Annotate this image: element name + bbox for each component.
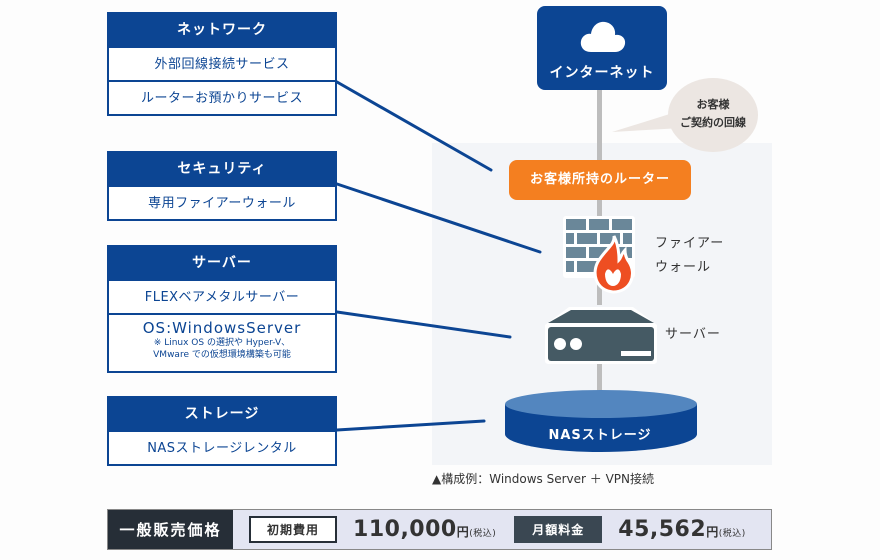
firewall-label: ファイアー ウォール	[655, 232, 724, 280]
nas-label: NASストレージ	[548, 428, 652, 443]
service-item-dedicated-firewall: 専用ファイアーウォール	[109, 185, 335, 219]
service-category-security: セキュリティ	[109, 153, 335, 185]
pricing-title: 一般販売価格	[108, 510, 233, 549]
pricing-bar: 一般販売価格 初期費用 110,000円(税込) 月額料金 45,562円(税込…	[107, 509, 772, 550]
initial-fee-label: 初期費用	[249, 516, 338, 543]
os-note-line1: ※ Linux OS の選択や Hyper-V、	[153, 338, 291, 348]
service-item-os: OS:WindowsServer ※ Linux OS の選択や Hyper-V…	[109, 313, 335, 371]
bubble-line2: ご契約の回線	[680, 116, 746, 129]
nas-storage-icon	[505, 390, 697, 452]
monthly-fee-tax: (税込)	[718, 529, 746, 539]
initial-fee-tax: (税込)	[469, 529, 497, 539]
service-box-storage: ストレージ NASストレージレンタル	[107, 396, 337, 466]
contract-line-bubble: お客様 ご契約の回線	[668, 78, 758, 152]
service-category-server: サーバー	[109, 247, 335, 279]
firewall-label-line1: ファイアー	[655, 236, 725, 251]
service-box-network: ネットワーク 外部回線接続サービス ルーターお預かりサービス	[107, 12, 337, 116]
service-box-security: セキュリティ 専用ファイアーウォール	[107, 151, 337, 221]
internet-node: インターネット	[537, 6, 667, 90]
server-label: サーバー	[665, 327, 721, 342]
initial-fee-amount: 110,000円(税込)	[353, 517, 496, 542]
monthly-fee-yen: 円	[706, 525, 719, 539]
bubble-line1: お客様	[696, 98, 730, 111]
service-item-nas-rental: NASストレージレンタル	[109, 430, 335, 464]
cloud-icon	[580, 21, 626, 52]
service-item-router-custody: ルーターお預かりサービス	[109, 80, 335, 114]
monthly-fee-amount: 45,562円(税込)	[618, 517, 745, 542]
initial-fee-yen: 円	[456, 525, 470, 539]
service-item-external-line: 外部回線接続サービス	[109, 46, 335, 80]
customer-router-node: お客様所持のルーター	[509, 160, 691, 200]
service-category-network: ネットワーク	[109, 14, 335, 46]
os-note-line2: VMware での仮想環境構築も可能	[153, 350, 291, 360]
firewall-icon	[563, 216, 635, 294]
firewall-label-line2: ウォール	[655, 260, 712, 275]
server-icon	[545, 307, 657, 364]
link-server-nas	[597, 360, 602, 395]
link-internet-router	[597, 90, 602, 160]
monthly-fee-label: 月額料金	[514, 516, 603, 543]
internet-label: インターネット	[549, 65, 655, 81]
service-box-server: サーバー FLEXベアメタルサーバー OS:WindowsServer ※ Li…	[107, 245, 337, 373]
diagram-caption: ▲構成例：Windows Server ＋ VPN接続	[432, 472, 655, 486]
service-item-baremetal: FLEXベアメタルサーバー	[109, 279, 335, 313]
monthly-fee-value: 45,562	[618, 517, 707, 542]
service-category-storage: ストレージ	[109, 398, 335, 430]
initial-fee-value: 110,000	[353, 517, 457, 542]
os-title: OS:WindowsServer	[142, 319, 302, 337]
